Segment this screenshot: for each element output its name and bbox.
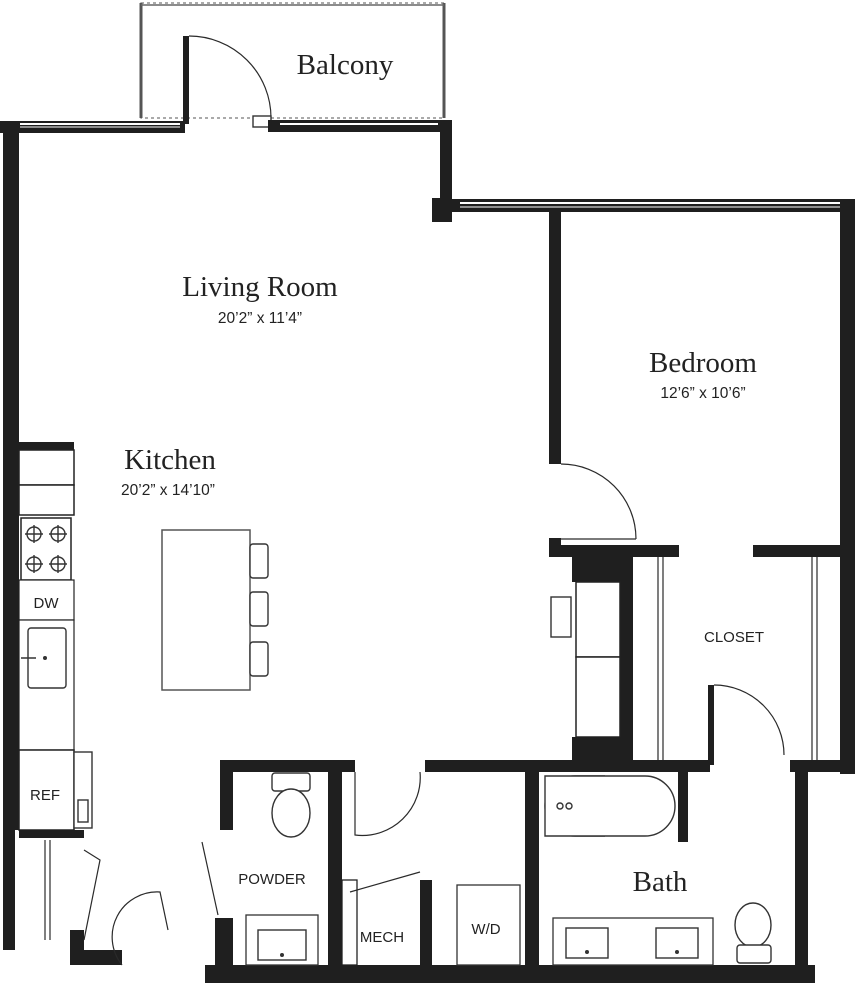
dishwasher-label: DW <box>34 595 60 612</box>
kitchen-island <box>161 529 269 691</box>
powder-label: POWDER <box>238 871 306 888</box>
closet-area <box>550 545 818 765</box>
closet-label: CLOSET <box>704 629 764 646</box>
kitchen-counters <box>18 442 169 966</box>
washer-dryer-label: W/D <box>471 921 500 938</box>
bath-room <box>525 760 772 966</box>
balcony-door <box>183 35 272 128</box>
bedroom-dimensions: 12’6” x 10’6” <box>660 385 745 402</box>
kitchen-dimensions: 20’2” x 14’10” <box>121 482 215 499</box>
mech-label: MECH <box>360 929 404 946</box>
bath-label: Bath <box>633 866 688 898</box>
refrigerator-label: REF <box>30 787 60 804</box>
bedroom-walls <box>549 212 845 557</box>
kitchen-label: Kitchen <box>124 444 216 476</box>
powder-room <box>201 760 355 966</box>
living-room-dimensions: 20’2” x 11’4” <box>218 310 302 327</box>
living-room-label: Living Room <box>182 271 338 303</box>
bedroom-label: Bedroom <box>649 347 757 379</box>
balcony-label: Balcony <box>297 49 394 81</box>
exterior-walls <box>0 120 855 983</box>
balcony-area <box>139 2 446 119</box>
mech-room <box>341 760 530 966</box>
